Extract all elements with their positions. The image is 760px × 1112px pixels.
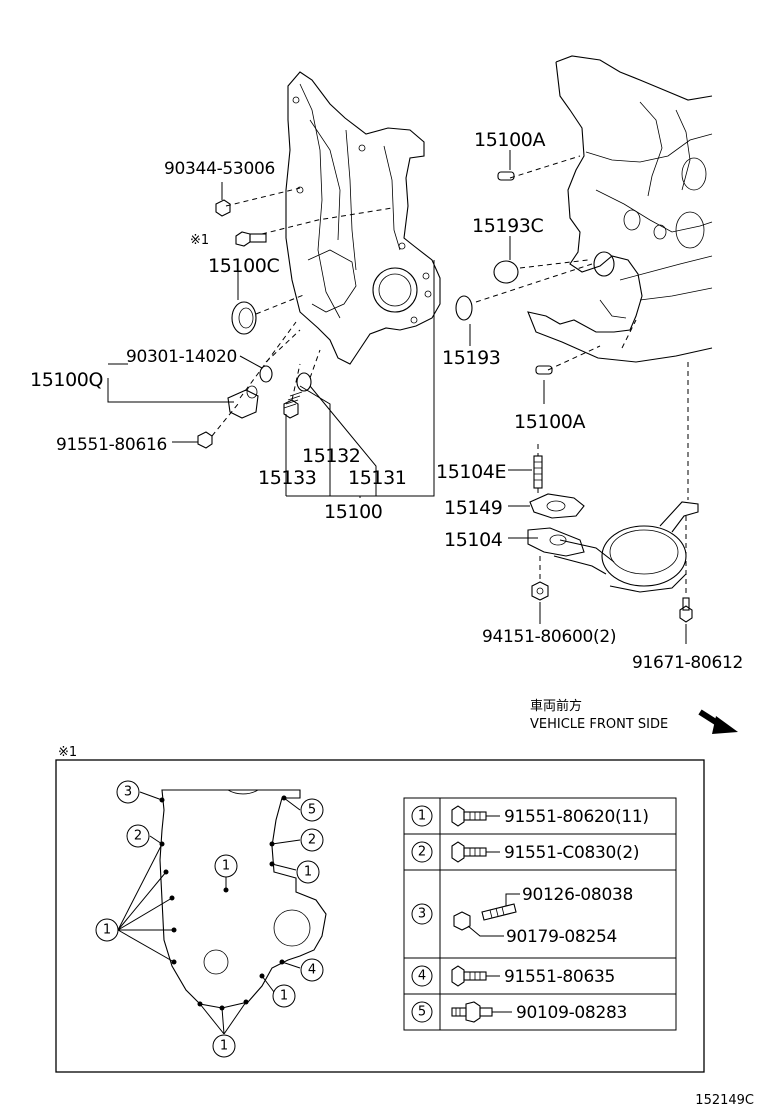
label-15100: 15100 [324, 501, 382, 523]
inset-marker-1-bottom: 1 [212, 1034, 236, 1058]
oil-strainer [527, 501, 699, 593]
svg-text:5: 5 [418, 1005, 426, 1020]
legend-row-5: 5 90109-08283 [411, 1001, 627, 1023]
plug-15133 [283, 399, 299, 419]
nut-94151-80600 [531, 581, 549, 601]
legend-row-1: 1 91551-80620(11) [411, 805, 649, 827]
svg-text:1: 1 [220, 1039, 228, 1054]
fastener-legend-table: 1 91551-80620(11) 2 91551-C0830(2) 3 [403, 797, 677, 1031]
vehicle-front-indicator: 車両前方 VEHICLE FRONT SIDE [530, 698, 738, 734]
inset-marker-1-lower-right: 1 [272, 984, 296, 1008]
label-91551-80616: 91551-80616 [56, 435, 167, 455]
inset-markers: 3 2 1 1 1 1 4 1 2 5 [95, 780, 324, 1058]
svg-text:2: 2 [134, 829, 142, 844]
svg-text:1: 1 [418, 809, 426, 824]
label-15100C: 15100C [208, 255, 279, 277]
svg-text:4: 4 [418, 969, 426, 984]
inset-marker-2-left: 2 [126, 824, 150, 848]
valve-15100Q [227, 385, 259, 419]
oil-seal-15100C [231, 301, 257, 335]
legend-part-4: 91551-80635 [504, 967, 615, 987]
legend-part-5: 90109-08283 [516, 1003, 627, 1023]
bolt-kome1 [235, 231, 267, 247]
bolt-91671-80612 [679, 597, 693, 623]
vehicle-front-en: VEHICLE FRONT SIDE [530, 717, 668, 732]
inset-box [55, 759, 705, 1073]
legend-part-3b: 90179-08254 [506, 927, 617, 947]
cylinder-block [527, 55, 713, 363]
o-ring-90301-14020 [259, 365, 273, 383]
label-15104: 15104 [444, 529, 503, 551]
stud-bolt-icon [481, 903, 517, 921]
legend-part-2: 91551-C0830(2) [504, 843, 639, 863]
inset-mark: ※1 [58, 745, 77, 760]
svg-text:5: 5 [308, 803, 316, 818]
gasket-15149 [529, 493, 585, 519]
inset-marker-1-left: 1 [95, 918, 119, 942]
bolt-flange-icon [451, 841, 487, 863]
svg-text:1: 1 [222, 859, 230, 874]
timing-chain-cover [285, 71, 441, 365]
label-90301-14020: 90301-14020 [126, 347, 237, 367]
inset-marker-leaders [117, 791, 301, 1035]
svg-text:2: 2 [308, 833, 316, 848]
pin-90344-53006 [215, 199, 231, 217]
label-15132: 15132 [302, 445, 360, 467]
inset-marker-3: 3 [116, 780, 140, 804]
inset-marker-2-right: 2 [300, 828, 324, 852]
assembly-lines [211, 155, 689, 596]
inset-cover-outline [159, 789, 327, 1011]
legend-part-3a: 90126-08038 [522, 885, 633, 905]
leader-lines [107, 150, 687, 644]
label-15193: 15193 [442, 347, 500, 369]
spring-15132 [283, 391, 303, 409]
svg-text:3: 3 [124, 785, 132, 800]
plunger-15131 [296, 372, 312, 392]
svg-text:4: 4 [308, 963, 316, 978]
stud-15104E [533, 455, 543, 489]
svg-text:1: 1 [103, 923, 111, 938]
legend-part-1: 91551-80620(11) [504, 807, 649, 827]
o-ring-15193C [493, 260, 519, 284]
label-15193C: 15193C [472, 215, 543, 237]
vehicle-front-jp: 車両前方 [530, 698, 582, 714]
label-15104E: 15104E [436, 461, 506, 483]
stud-bolt-icon [451, 1001, 493, 1023]
nut-icon [453, 911, 471, 931]
o-ring-15193 [455, 295, 473, 321]
pin-15100A-bottom [535, 365, 553, 375]
legend-row-2: 2 91551-C0830(2) [411, 841, 640, 863]
label-94151-80600: 94151-80600(2) [482, 627, 616, 647]
bolt-flange-icon [451, 965, 487, 987]
pin-15100A-top [497, 171, 515, 181]
direction-arrow-icon [698, 709, 738, 734]
svg-text:1: 1 [304, 865, 312, 880]
legend-row-4: 4 91551-80635 [411, 965, 615, 987]
bolt-91551-80616 [197, 431, 213, 449]
label-15100A-top: 15100A [474, 129, 545, 151]
inset-marker-4: 4 [300, 958, 324, 982]
label-15131: 15131 [348, 467, 406, 489]
label-15100Q: 15100Q [30, 369, 103, 391]
label-15149: 15149 [444, 497, 502, 519]
small-parts [197, 171, 553, 449]
svg-text:1: 1 [280, 989, 288, 1004]
label-15133: 15133 [258, 467, 316, 489]
label-15100A-bottom: 15100A [514, 411, 585, 433]
inset-marker-1-center: 1 [214, 854, 238, 878]
label-91671-80612: 91671-80612 [632, 653, 743, 673]
bolt-flange-icon [451, 805, 487, 827]
inset-marker-5: 5 [300, 798, 324, 822]
label-90344-53006: 90344-53006 [164, 159, 275, 179]
svg-text:3: 3 [418, 907, 426, 922]
label-kome1: ※1 [190, 233, 209, 248]
inset-marker-1-right: 1 [296, 860, 320, 884]
figure-id: 152149C [695, 1093, 754, 1108]
svg-text:2: 2 [418, 845, 426, 860]
legend-row-3: 3 90126-08038 90179-08254 [411, 885, 633, 947]
callout-labels: 90344-53006 ※1 15100C 90301-14020 15100Q… [30, 129, 743, 673]
